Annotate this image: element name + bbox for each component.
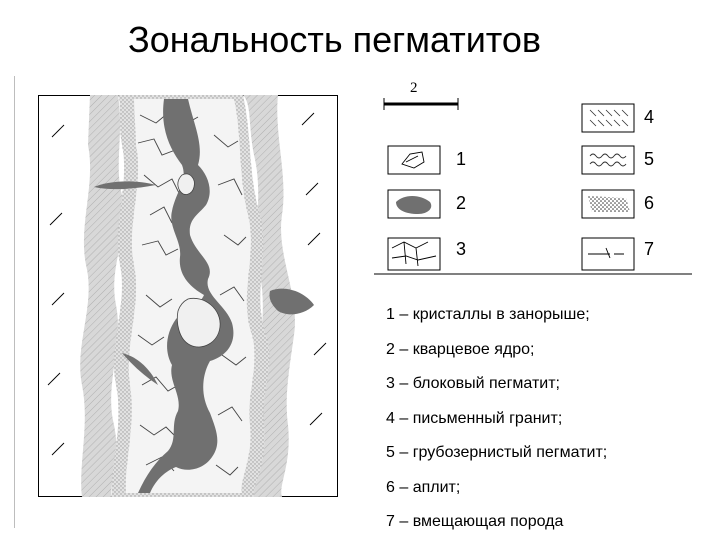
- description-item: 1 – кристаллы в занорыше;: [386, 306, 590, 323]
- legend-label-1: 1: [456, 149, 467, 169]
- block-cracks: [137, 112, 247, 476]
- legend-label-3: 3: [456, 239, 467, 259]
- outer-zone-right: [243, 95, 295, 497]
- description-item: 7 – вмещающая порода: [386, 513, 564, 530]
- legend-label-2: 2: [456, 193, 467, 213]
- scale-bar: [383, 98, 459, 110]
- legend-label-4: 4: [644, 107, 655, 127]
- scale-label: 2: [410, 80, 418, 96]
- description-item: 3 – блоковый пегматит;: [386, 375, 560, 392]
- legend-descriptions: 1 – кристаллы в занорыше; 2 – кварцевое …: [386, 298, 607, 540]
- host-rock-marks: [47, 112, 327, 456]
- legend-label-5: 5: [644, 149, 655, 169]
- description-item: 6 – аплит;: [386, 478, 461, 496]
- legend-box-4: [581, 103, 635, 133]
- page-title: Зональность пегматитов: [128, 19, 542, 60]
- legend-box-3: [387, 237, 441, 271]
- core-lens-left: [94, 181, 156, 190]
- legend: [374, 98, 692, 275]
- legend-box-1: [387, 145, 441, 175]
- pegmatite-zoning-map: [38, 95, 338, 497]
- legend-label-6: 6: [644, 193, 655, 213]
- left-margin-rule: [14, 76, 15, 528]
- legend-label-7: 7: [644, 239, 655, 259]
- description-item: 2 – кварцевое ядро;: [386, 340, 535, 358]
- block-pegmatite-zone: [125, 99, 255, 493]
- crystal-pocket: [176, 297, 221, 348]
- core-lens-mid: [122, 353, 158, 385]
- description-item: 5 – грубозернистый пегматит;: [386, 444, 608, 461]
- core-lens-right: [269, 288, 314, 315]
- outer-zone-left: [80, 95, 124, 497]
- crystal-pocket-small: [177, 173, 195, 195]
- description-item: 4 – письменный гранит;: [386, 409, 563, 427]
- legend-box-5: [581, 145, 635, 175]
